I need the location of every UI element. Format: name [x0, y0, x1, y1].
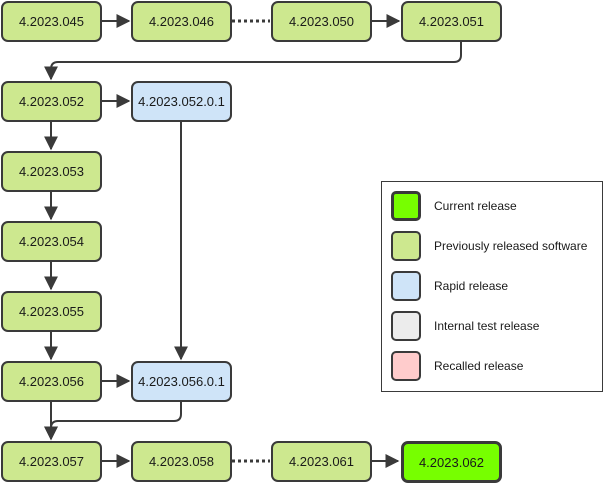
release-node-4-2023-045: 4.2023.045 — [1, 1, 102, 42]
release-node-4-2023-051: 4.2023.051 — [401, 1, 502, 42]
release-node-4-2023-053: 4.2023.053 — [1, 151, 102, 192]
legend-swatch-previous — [391, 231, 421, 261]
arrow-051-to-052 — [44, 41, 462, 81]
legend-label-recalled: Recalled release — [434, 359, 524, 373]
release-node-4-2023-058: 4.2023.058 — [131, 441, 232, 482]
release-node-4-2023-050: 4.2023.050 — [271, 1, 372, 42]
legend-label-current: Current release — [434, 199, 517, 213]
legend-swatch-recalled — [391, 351, 421, 381]
legend: Current release Previously released soft… — [381, 181, 603, 392]
arrow-056-0-1-to-057 — [44, 401, 182, 441]
release-node-4-2023-052: 4.2023.052 — [1, 81, 102, 122]
release-node-4-2023-046: 4.2023.046 — [131, 1, 232, 42]
legend-label-rapid: Rapid release — [434, 279, 509, 293]
release-node-4-2023-057: 4.2023.057 — [1, 441, 102, 482]
release-node-4-2023-061: 4.2023.061 — [271, 441, 372, 482]
release-node-4-2023-056-0-1: 4.2023.056.0.1 — [131, 361, 232, 402]
release-node-4-2023-054: 4.2023.054 — [1, 221, 102, 262]
release-node-4-2023-056: 4.2023.056 — [1, 361, 102, 402]
release-node-4-2023-055: 4.2023.055 — [1, 291, 102, 332]
legend-swatch-current — [391, 191, 421, 221]
release-node-4-2023-062-current: 4.2023.062 — [401, 441, 502, 483]
legend-label-previous: Previously released software — [434, 239, 588, 253]
legend-swatch-internal — [391, 311, 421, 341]
legend-label-internal: Internal test release — [434, 319, 540, 333]
release-node-4-2023-052-0-1: 4.2023.052.0.1 — [131, 81, 232, 122]
legend-swatch-rapid — [391, 271, 421, 301]
